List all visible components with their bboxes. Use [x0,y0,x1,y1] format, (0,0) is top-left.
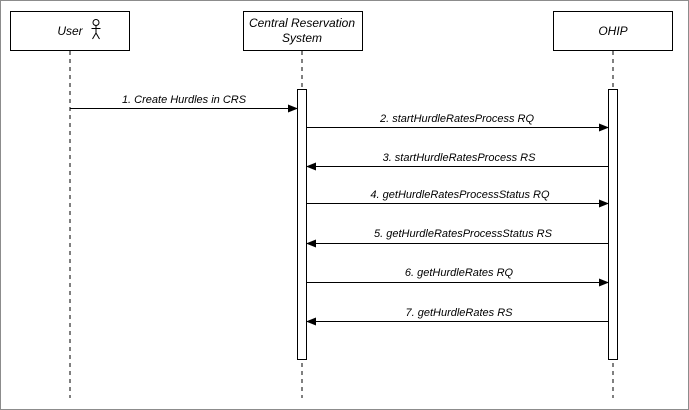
participant-crs-box [243,11,363,51]
participant-user-box [10,11,130,51]
participant-crs-label-line1: Central Reservation [249,16,355,30]
message-6-label: 6. getHurdleRates RQ [405,267,514,279]
crs-activation-bar [297,89,307,360]
participant-user-label: User [57,24,83,38]
message-4-label: 4. getHurdleRatesProcessStatus RQ [370,189,550,201]
participant-crs: Central Reservation System [243,11,363,51]
message-3: 3. startHurdleRatesProcess RS [306,152,608,171]
message-2: 2. startHurdleRatesProcess RQ [307,113,609,132]
participant-crs-label-line2: System [282,31,322,45]
message-6: 6. getHurdleRates RQ [307,267,609,287]
message-5: 5. getHurdleRatesProcessStatus RS [306,228,608,248]
participant-ohip: OHIP [553,11,673,51]
message-5-label: 5. getHurdleRatesProcessStatus RS [374,228,553,240]
message-1-label: 1. Create Hurdles in CRS [122,94,247,106]
ohip-activation-bar [608,89,618,360]
message-1: 1. Create Hurdles in CRS [70,94,298,113]
message-7-label: 7. getHurdleRates RS [406,307,514,319]
message-4: 4. getHurdleRatesProcessStatus RQ [307,189,609,208]
message-2-label: 2. startHurdleRatesProcess RQ [379,113,534,125]
participant-ohip-label: OHIP [598,24,627,38]
participant-user: User [10,11,130,51]
participant-ohip-box [553,11,673,51]
message-7: 7. getHurdleRates RS [306,307,608,326]
stick-figure-icon [91,19,101,40]
message-3-label: 3. startHurdleRatesProcess RS [383,152,536,164]
